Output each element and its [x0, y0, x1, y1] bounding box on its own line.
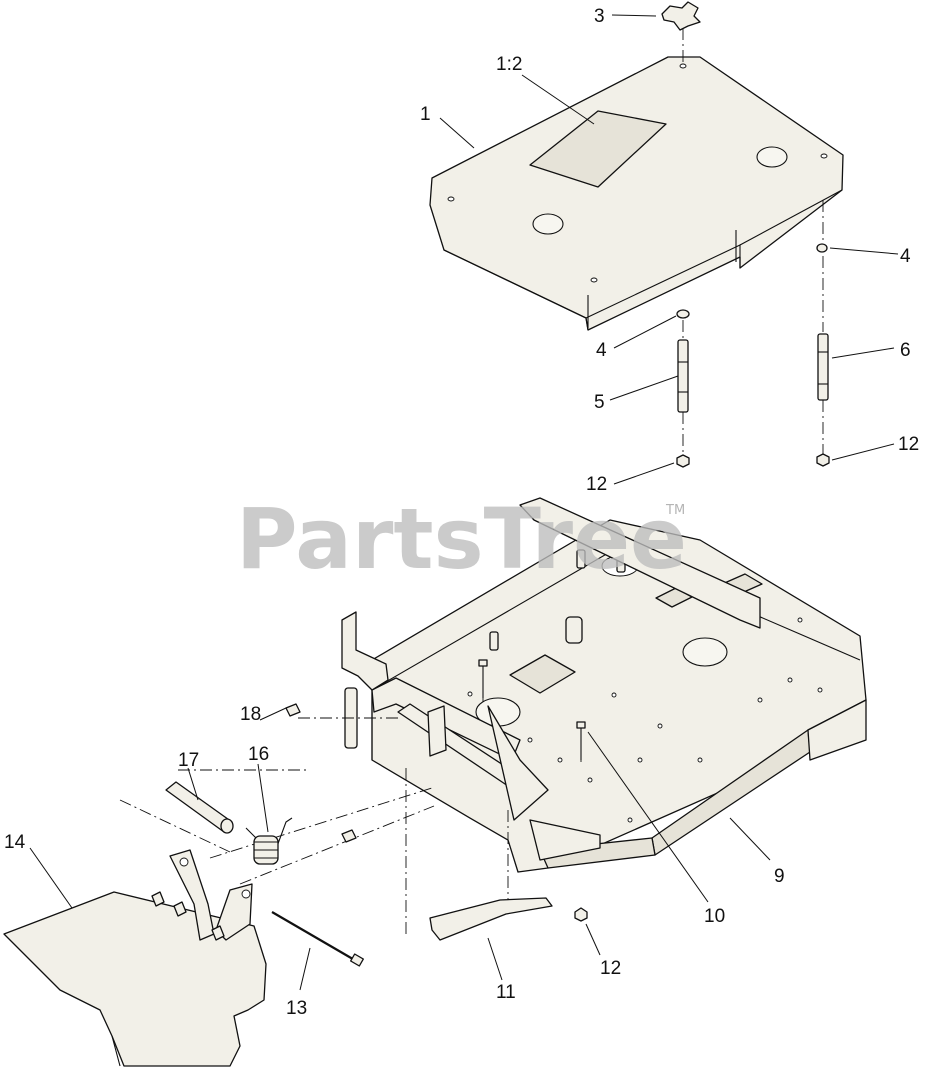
cover-plate: [429, 56, 844, 331]
callout-10: 10: [704, 906, 725, 927]
deck-rail: [341, 497, 761, 861]
washer: [676, 309, 690, 319]
callout-labels: 3 1:2 1 4 4 6 5 12 12 18 17 16 14 9 10 1…: [4, 6, 919, 1019]
bolt: [478, 659, 488, 698]
callout-6: 6: [900, 340, 911, 361]
nut: [574, 907, 588, 922]
torsion-spring: [245, 817, 293, 865]
watermark-trademark: TM: [665, 503, 685, 518]
hinge-rod: [271, 911, 364, 967]
washer: [816, 243, 828, 253]
nut: [816, 453, 830, 467]
callout-16: 16: [248, 744, 269, 765]
callout-12: 12: [898, 434, 919, 455]
callout-12: 12: [600, 958, 621, 979]
leader-lines: [29, 14, 899, 991]
spacer-tube: [165, 781, 234, 834]
cover-hole: [532, 213, 564, 235]
callout-4: 4: [596, 340, 607, 361]
bolt-head: [341, 829, 357, 843]
discharge-deflector: [3, 849, 267, 1067]
callout-12: 12: [586, 474, 607, 495]
callout-18: 18: [240, 704, 261, 725]
callout-11: 13: [286, 998, 307, 1019]
cover-hole: [756, 146, 788, 168]
callout-1: 1: [420, 104, 431, 125]
bolt: [576, 721, 586, 760]
callout-14: 14: [4, 832, 26, 853]
callout-4: 4: [900, 246, 911, 267]
callout-3: 3: [594, 6, 605, 27]
deflector-bracket: [429, 897, 553, 941]
standoff: [817, 333, 829, 401]
callout-13: 11: [496, 982, 516, 1003]
callout-5: 5: [594, 392, 605, 413]
watermark-text: PartsTree: [236, 490, 687, 588]
callout-17: 17: [178, 750, 199, 771]
watermark: PartsTree TM: [236, 490, 687, 588]
decal: [529, 110, 667, 188]
bolt-head: [285, 703, 301, 717]
knob: [661, 1, 701, 62]
nut: [676, 454, 690, 468]
callout-9: 9: [774, 866, 785, 887]
standoff: [677, 339, 689, 413]
callout-1-2: 1:2: [496, 54, 522, 75]
